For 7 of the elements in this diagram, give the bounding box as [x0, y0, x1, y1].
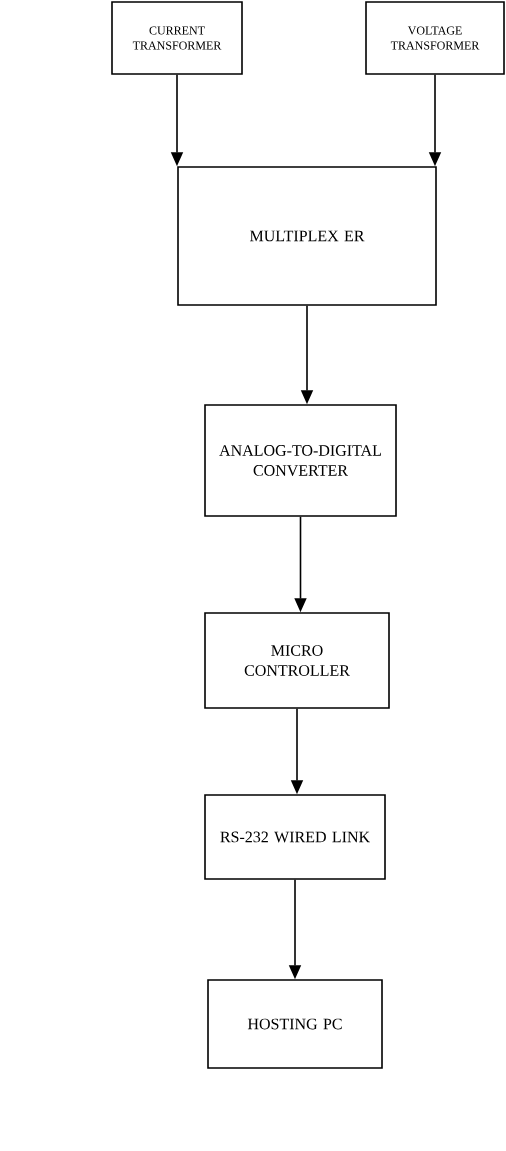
process-box: VOLTAGE TRANSFORMER	[365, 1, 505, 75]
process-box: RS-232 WIRED LINK	[204, 794, 386, 880]
process-box: MULTIPLEX ER	[177, 166, 437, 306]
process-box: HOSTING PC	[207, 979, 383, 1069]
process-box: ANALOG-TO-DIGITAL CONVERTER	[204, 404, 397, 517]
process-box: MICRO CONTROLLER	[204, 612, 390, 709]
process-box: CURRENT TRANSFORMER	[111, 1, 243, 75]
